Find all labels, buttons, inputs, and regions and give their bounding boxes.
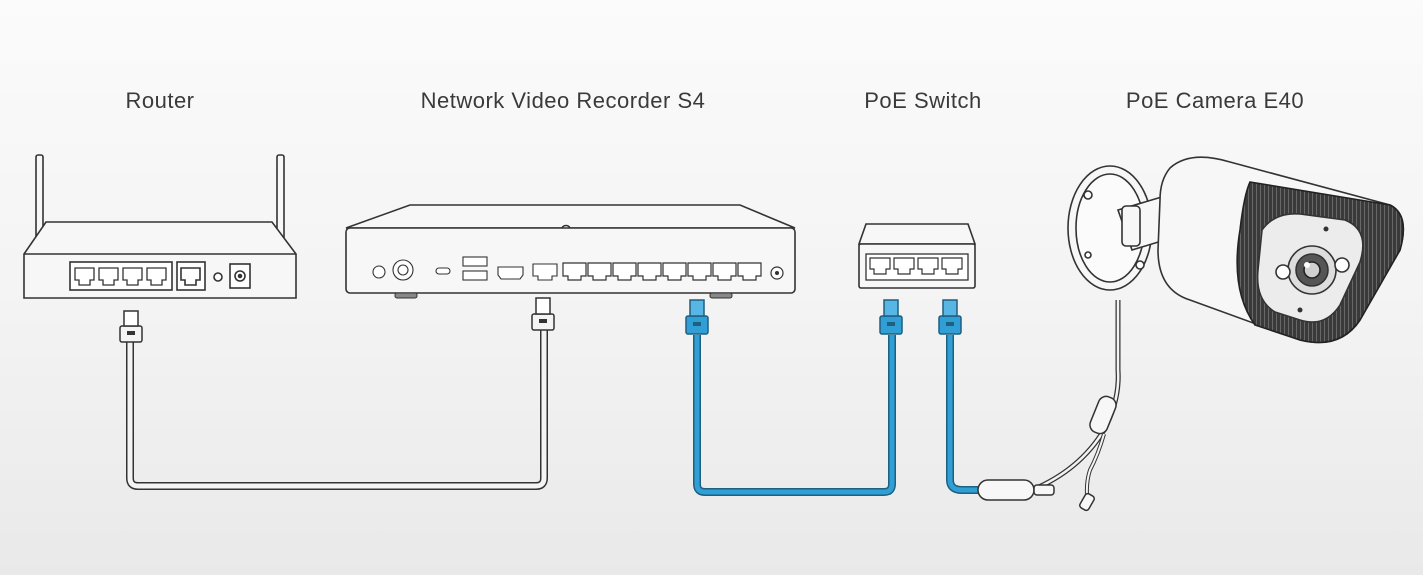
nvr-hdmi-port bbox=[497, 266, 524, 280]
nvr-poe-port-6 bbox=[687, 262, 712, 281]
nvr-poe-port-3 bbox=[612, 262, 637, 281]
nvr-top-panel bbox=[345, 204, 796, 229]
nvr-poe-port-8 bbox=[737, 262, 762, 281]
router-device bbox=[23, 154, 297, 299]
switch-uplink-cable-connector bbox=[879, 299, 903, 335]
nvr-device bbox=[345, 204, 796, 299]
poe-switch-port-2 bbox=[893, 257, 915, 275]
nvr-usb-port-top bbox=[462, 256, 488, 267]
nvr-type-c-port bbox=[435, 267, 451, 275]
poe-switch-top bbox=[857, 223, 977, 245]
poe-switch-port-3 bbox=[917, 257, 939, 275]
router-label: Router bbox=[125, 88, 195, 113]
router-to-nvr-cable bbox=[119, 297, 555, 490]
router-cable-connector bbox=[119, 310, 143, 343]
camera-spotlight-left bbox=[1275, 264, 1291, 280]
nvr-label: Network Video Recorder S4 bbox=[420, 88, 706, 113]
nvr-poe-port-5 bbox=[662, 262, 687, 281]
nvr-lan-port bbox=[532, 263, 558, 281]
router-reset-hole bbox=[213, 272, 223, 282]
nvr-to-switch-cable bbox=[685, 299, 903, 496]
nvr-front-panel bbox=[345, 227, 796, 294]
nvr-power-jack bbox=[372, 265, 386, 279]
poe-switch-label: PoE Switch bbox=[864, 88, 982, 113]
nvr-poe-port-7 bbox=[712, 262, 737, 281]
poe-switch-port-4 bbox=[941, 257, 963, 275]
camera-power-plug bbox=[1079, 492, 1095, 512]
nvr-poe-port-4 bbox=[637, 262, 662, 281]
poe-switch-port-1 bbox=[869, 257, 891, 275]
switch-camera-cable-connector bbox=[938, 299, 962, 335]
camera-device bbox=[1067, 156, 1405, 344]
nvr-lan-cable-connector bbox=[531, 297, 555, 331]
camera-cable-coupler bbox=[977, 479, 1035, 501]
camera-cable-splitter bbox=[1089, 395, 1117, 435]
nvr-poe-cable-connector bbox=[685, 299, 709, 335]
nvr-poe-port-1 bbox=[562, 262, 587, 281]
poe-switch-device bbox=[857, 223, 977, 289]
nvr-poe-port-2 bbox=[587, 262, 612, 281]
nvr-usb-port-bottom bbox=[462, 270, 488, 281]
camera-pigtail bbox=[977, 300, 1121, 512]
camera-label: PoE Camera E40 bbox=[1125, 88, 1305, 113]
camera-spotlight-right bbox=[1334, 257, 1350, 273]
switch-to-camera-cable bbox=[938, 299, 985, 494]
nvr-poe-ports bbox=[562, 262, 762, 281]
